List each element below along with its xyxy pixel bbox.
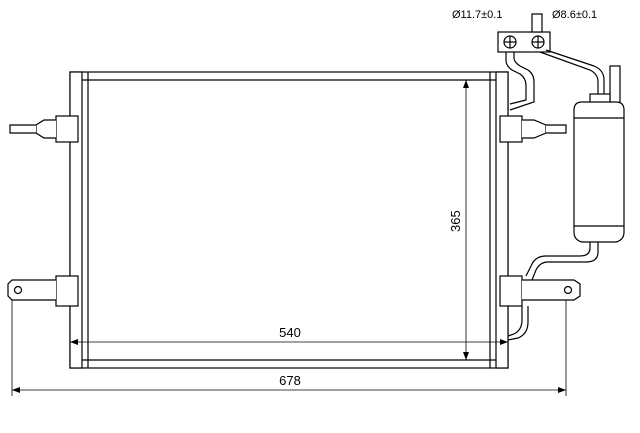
left-upper-bracket — [9, 115, 79, 143]
port-labels: Ø11.7±0.1 Ø8.6±0.1 — [452, 9, 597, 21]
inlet-port-label: Ø11.7±0.1 — [452, 9, 502, 21]
height-dimension-label: 365 — [448, 210, 463, 232]
height-dimension — [463, 80, 469, 360]
drier-feed-pipe — [539, 49, 605, 98]
left-lower-bracket — [7, 275, 79, 307]
return-pipe — [507, 242, 599, 341]
overall-width-dimension — [11, 300, 567, 396]
right-lower-bracket — [499, 275, 581, 307]
core-width-dimension — [69, 336, 509, 348]
condenser-core — [69, 71, 509, 369]
overall-width-label: 678 — [279, 373, 301, 388]
fitting-block — [497, 13, 551, 53]
core-width-label: 540 — [279, 325, 301, 340]
outlet-port-label: Ø8.6±0.1 — [552, 9, 597, 21]
inlet-pipe — [505, 52, 535, 111]
receiver-drier — [573, 65, 625, 243]
right-upper-bracket — [499, 115, 567, 143]
